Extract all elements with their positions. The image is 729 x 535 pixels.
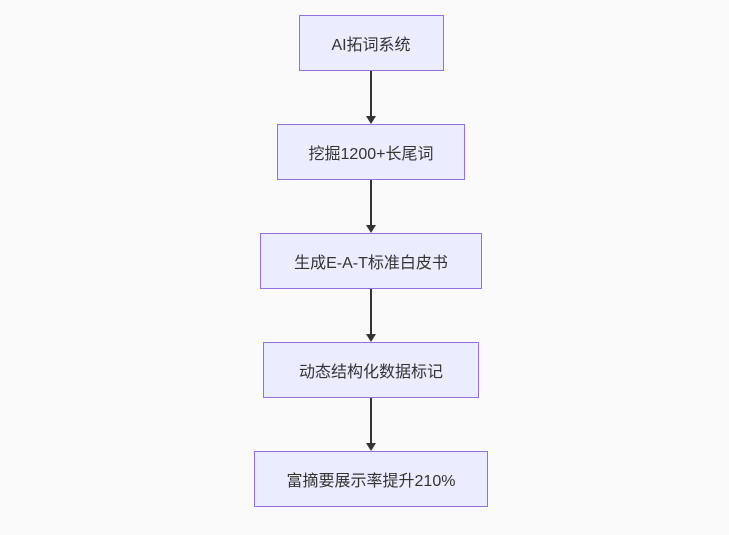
flow-node-structured-data: 动态结构化数据标记 [263, 342, 479, 398]
node-label: 挖掘1200+长尾词 [308, 146, 434, 163]
arrow-connector [366, 289, 376, 342]
node-label: 生成E-A-T标准白皮书 [294, 255, 448, 272]
arrow-line [370, 180, 372, 225]
node-label: 动态结构化数据标记 [298, 364, 443, 381]
arrow-head-down-icon [366, 334, 376, 342]
flow-node-longtail-mining: 挖掘1200+长尾词 [277, 124, 465, 180]
arrow-line [370, 71, 372, 116]
node-label: AI拓词系统 [331, 37, 411, 54]
arrow-connector [366, 71, 376, 124]
node-label: 富摘要展示率提升210% [286, 473, 456, 490]
arrow-connector [366, 398, 376, 451]
arrow-connector [366, 180, 376, 233]
arrow-line [370, 398, 372, 443]
arrow-head-down-icon [366, 116, 376, 124]
flowchart: AI拓词系统 挖掘1200+长尾词 生成E-A-T标准白皮书 动态结构化数据标记… [254, 15, 488, 507]
flow-node-rich-snippet-result: 富摘要展示率提升210% [254, 451, 488, 507]
flow-node-eat-whitepaper: 生成E-A-T标准白皮书 [260, 233, 482, 289]
arrow-head-down-icon [366, 443, 376, 451]
arrow-line [370, 289, 372, 334]
flow-node-ai-word-system: AI拓词系统 [298, 15, 444, 71]
arrow-head-down-icon [366, 225, 376, 233]
